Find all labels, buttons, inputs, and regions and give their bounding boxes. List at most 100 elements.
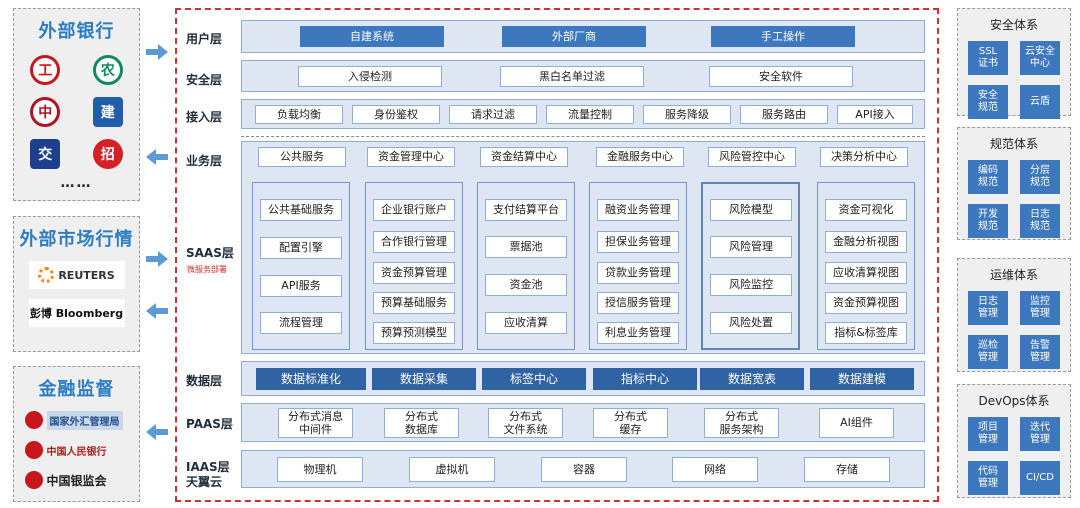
cbrc-logo: 中国银监会 [24,469,129,491]
devops-system-item: 迭代 管理 [1020,417,1060,451]
boc-logo-icon: 中 [30,97,61,127]
layer-label-access: 接入层 [186,110,223,124]
arrow-left-icon [146,424,168,440]
access-item-degrade: 服务降级 [643,105,731,124]
layer-label-security: 安全层 [186,73,223,87]
saas-item: 资金可视化 [825,199,907,221]
access-item-request-filter: 请求过滤 [449,105,537,124]
more-banks-ellipsis: …… [60,175,93,191]
reuters-mark-icon [38,267,55,283]
architecture-frame [175,8,939,502]
access-item-load-balance: 负载均衡 [255,105,343,124]
data-item-metric-center: 指标中心 [593,368,697,390]
standard-system-item: 日志 规范 [1020,204,1060,238]
data-item-tag-center: 标签中心 [482,368,586,390]
business-item-fund-mgmt: 资金管理中心 [367,147,455,167]
ops-system-title: 运维体系 [989,268,1038,282]
standard-system-panel: 规范体系 编码 规范 分层 规范 开发 规范 日志 规范 [957,127,1071,240]
ops-system-item: 监控 管理 [1020,291,1060,325]
devops-system-panel: DevOps体系 项目 管理 迭代 管理 代码 管理 CI/CD [957,384,1071,498]
external-banks-panel: 外部银行 工 农 中 建 交 招 …… [13,8,140,201]
access-item-api: API接入 [837,105,913,124]
arrow-left-icon [146,303,168,319]
security-system-item: 安全 规范 [968,85,1008,119]
paas-item-db: 分布式 数据库 [384,408,459,438]
saas-item: 风险模型 [710,199,792,221]
security-item-intrusion: 入侵检测 [298,66,442,87]
saas-item: 指标&标签库 [825,322,907,344]
standard-system-item: 开发 规范 [968,204,1008,238]
saas-item: 预算预测模型 [373,322,455,344]
saas-item: 资金池 [485,274,567,296]
saas-item: 融资业务管理 [597,199,679,221]
external-banks-title: 外部银行 [38,21,115,42]
layer-label-paas: PAAS层 [186,417,233,431]
devops-system-item: CI/CD [1020,461,1060,495]
saas-item: 预算基础服务 [373,292,455,314]
saas-item: 资金预算视图 [825,292,907,314]
standard-system-title: 规范体系 [989,137,1038,151]
devops-system-item: 项目 管理 [968,417,1008,451]
cmb-logo-icon: 招 [92,139,123,169]
market-data-title: 外部市场行情 [19,229,134,250]
saas-item: 风险处置 [710,312,792,334]
pboc-emblem-icon [24,441,43,459]
access-item-routing: 服务路由 [740,105,828,124]
cbrc-label: 中国银监会 [46,473,107,488]
pboc-logo: 中国人民银行 [24,439,129,461]
iaas-item-container: 容器 [541,457,627,482]
iaas-item-vm: 虚拟机 [409,457,495,482]
cbrc-emblem-icon [24,471,43,489]
user-item-self-built: 自建系统 [300,26,444,47]
saas-item: 风险管理 [710,236,792,258]
saas-item: 贷款业务管理 [597,262,679,284]
safe-label: 国家外汇管理局 [46,410,123,430]
national-emblem-icon [24,411,43,429]
saas-item: API服务 [260,275,342,297]
business-item-public: 公共服务 [258,147,346,167]
bank-logos: 工 农 中 建 交 招 [14,55,139,169]
ops-system-item: 巡检 管理 [968,335,1008,369]
security-item-blacklist: 黑白名单过滤 [500,66,644,87]
business-item-settlement: 资金结算中心 [480,147,568,167]
saas-item: 应收清算 [485,312,567,334]
ccb-logo-icon: 建 [92,97,123,127]
saas-item: 资金预算管理 [373,262,455,284]
safe-logo: 国家外汇管理局 [24,409,129,431]
business-saas-band [241,141,925,354]
paas-item-mq: 分布式消息 中间件 [278,408,353,438]
layer-label-data: 数据层 [186,374,223,388]
paas-item-cache: 分布式 缓存 [593,408,668,438]
ops-system-item: 日志 管理 [968,291,1008,325]
paas-item-fs: 分布式 文件系统 [488,408,563,438]
saas-item: 金融分析视图 [825,231,907,253]
regulators-panel: 金融监督 国家外汇管理局 中国人民银行 中国银监会 [13,366,140,502]
business-item-financial: 金融服务中心 [596,147,684,167]
standard-system-item: 编码 规范 [968,160,1008,194]
user-item-vendor: 外部厂商 [502,26,646,47]
arrow-right-icon [146,44,168,60]
ops-system-item: 告警 管理 [1020,335,1060,369]
iaas-item-network: 网络 [672,457,758,482]
paas-item-ai: AI组件 [819,408,894,438]
data-item-standardize: 数据标准化 [256,368,366,390]
data-item-collect: 数据采集 [372,368,476,390]
saas-deploy-note: 微服务部署 [187,265,227,274]
security-system-panel: 安全体系 SSL 证书 云安全 中心 安全 规范 云盾 [957,8,1071,119]
icbc-logo-icon: 工 [30,55,61,85]
regulators-title: 金融监督 [38,379,115,400]
layer-label-business: 业务层 [186,154,223,168]
iaas-item-storage: 存储 [804,457,890,482]
reuters-logo: REUTERS [28,261,125,289]
user-item-manual: 手工操作 [711,26,855,47]
access-item-auth: 身份鉴权 [352,105,440,124]
security-system-title: 安全体系 [989,18,1038,32]
arrow-left-icon [146,149,168,165]
layer-label-user: 用户层 [186,32,223,46]
devops-system-title: DevOps体系 [978,394,1050,408]
data-item-modeling: 数据建模 [810,368,914,390]
saas-item: 应收清算视图 [825,262,907,284]
ops-system-panel: 运维体系 日志 管理 监控 管理 巡检 管理 告警 管理 [957,258,1071,372]
divider [241,136,925,137]
access-item-traffic-control: 流量控制 [546,105,634,124]
